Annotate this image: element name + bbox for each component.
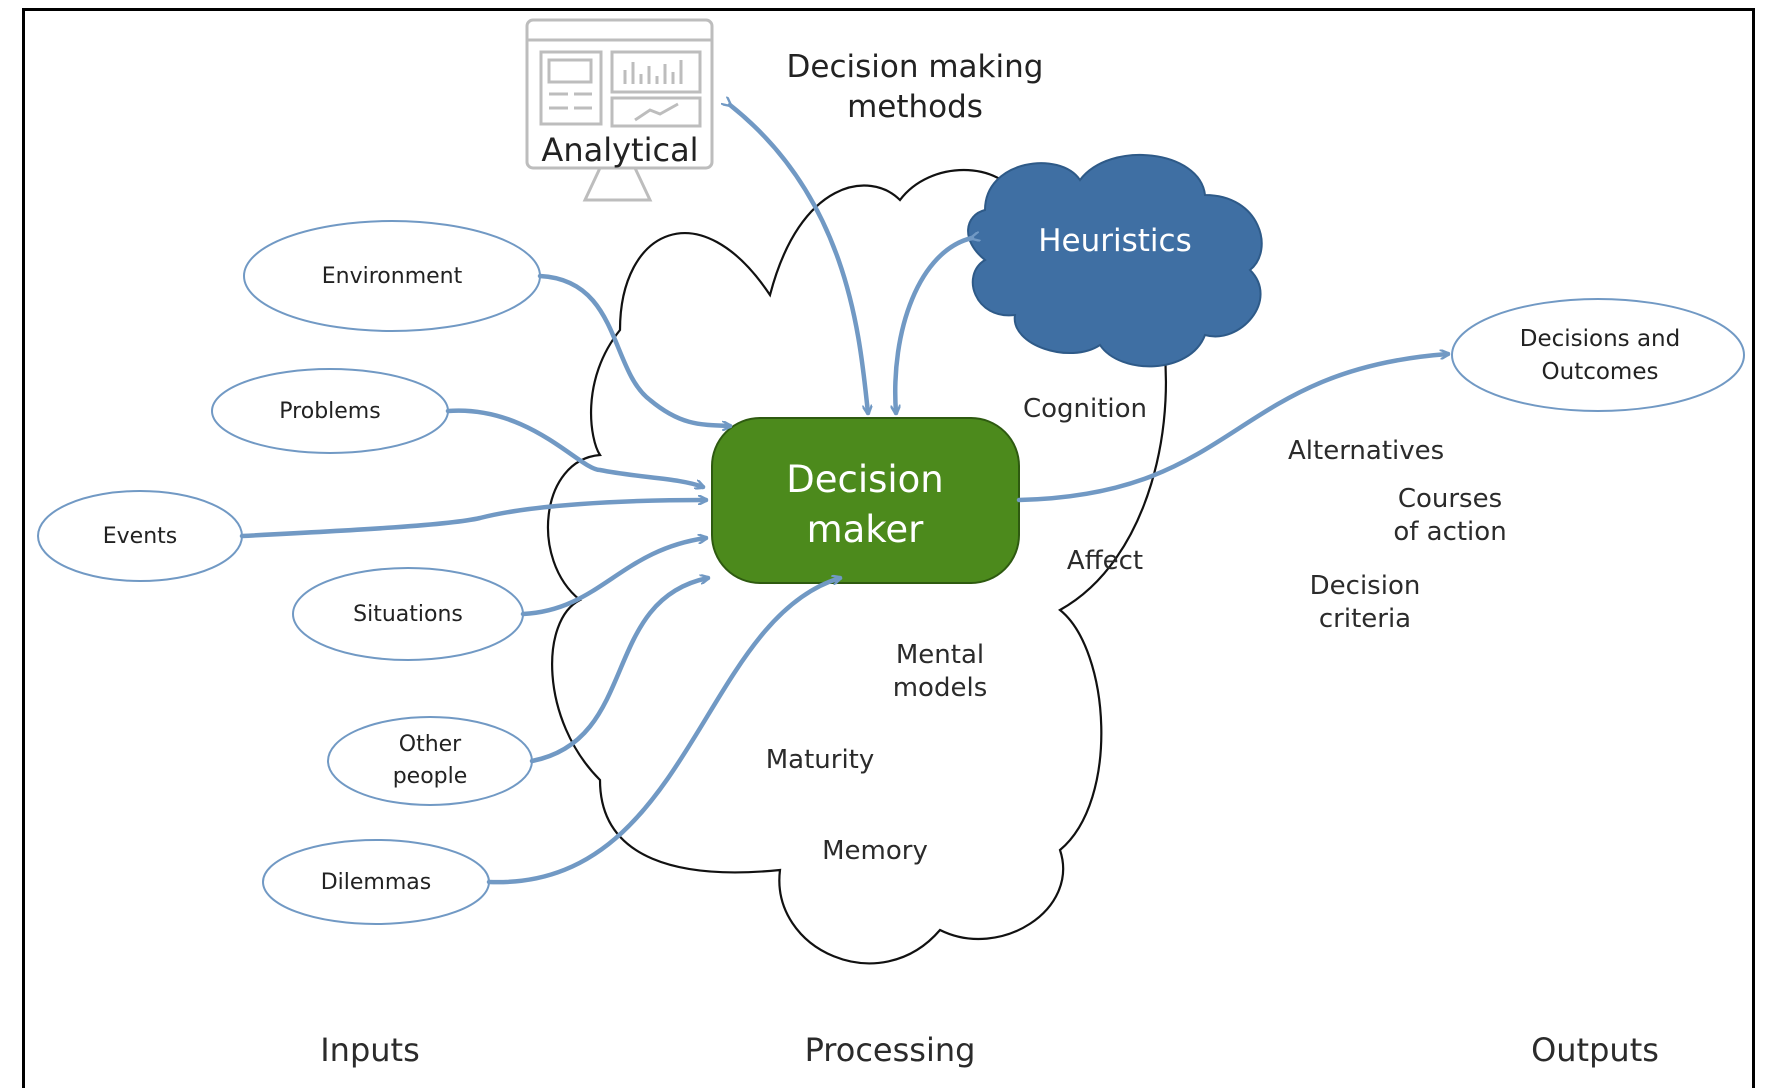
arrow-situations <box>520 538 706 617</box>
arrow-environment <box>537 273 733 426</box>
proc-affect: Affect <box>1066 546 1144 576</box>
input-situations: Situations <box>353 602 463 627</box>
output-decisions-outcomes: Decisions and Outcomes <box>1519 326 1681 386</box>
input-other-people: Other people <box>392 732 468 789</box>
section-inputs: Inputs <box>320 1031 420 1069</box>
dashboard-monitor-icon <box>525 18 714 202</box>
input-events: Events <box>102 524 178 549</box>
decision-maker-label: Decision maker <box>786 458 944 551</box>
methods-title: Decision making methods <box>786 49 1044 125</box>
analytical-label: Analytical <box>541 131 699 169</box>
input-environment: Environment <box>321 264 463 289</box>
proc-memory: Memory <box>822 836 928 866</box>
diagram-frame <box>22 8 1755 1088</box>
arrow-analytical <box>730 105 868 413</box>
section-processing: Processing <box>804 1031 976 1069</box>
proc-maturity: Maturity <box>765 745 875 775</box>
section-outputs: Outputs <box>1531 1031 1659 1069</box>
arrow-events <box>239 500 709 539</box>
arrow-other-people <box>529 578 708 764</box>
output-alternatives: Alternatives <box>1288 436 1445 466</box>
arrow-to-decisions <box>1016 354 1448 503</box>
ellipse-decisions-outcomes <box>1451 298 1745 412</box>
input-problems: Problems <box>279 399 381 424</box>
input-dilemmas: Dilemmas <box>320 870 432 895</box>
output-courses: Courses of action <box>1393 484 1507 548</box>
heuristics-cloud <box>967 153 1263 368</box>
output-criteria: Decision criteria <box>1309 571 1421 635</box>
proc-cognition: Cognition <box>1022 394 1148 424</box>
proc-mental-models: Mental models <box>892 640 988 704</box>
arrow-problems <box>445 408 703 487</box>
arrow-dilemmas <box>486 578 840 885</box>
arrow-heuristics <box>895 238 972 413</box>
heuristics-label: Heuristics <box>1038 223 1192 259</box>
